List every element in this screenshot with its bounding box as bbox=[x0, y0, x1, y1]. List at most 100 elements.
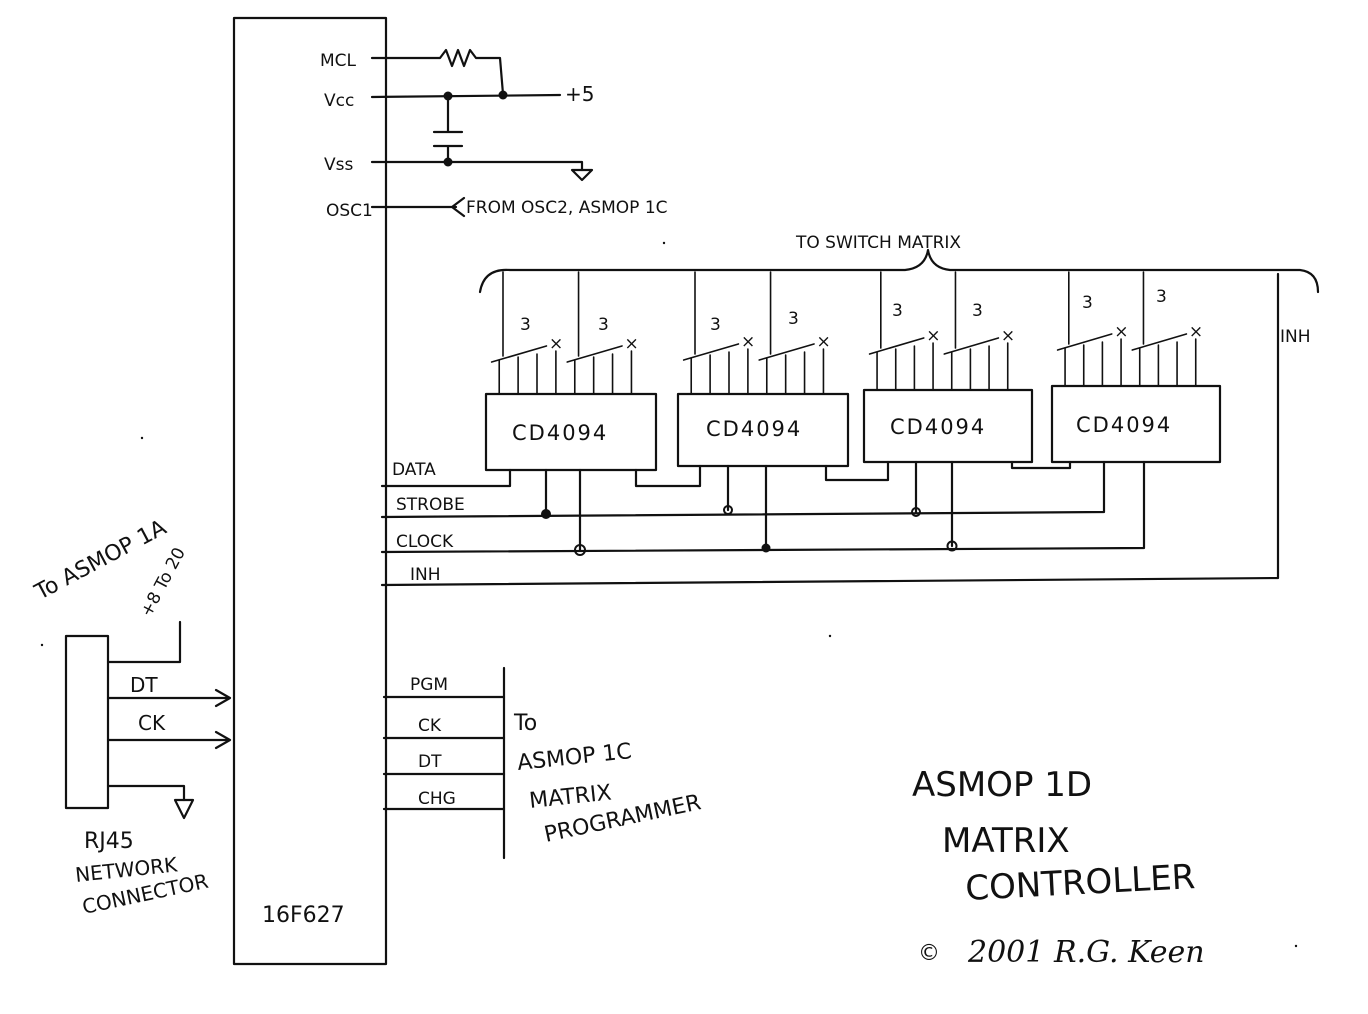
supply-range-label: +8 To 20 bbox=[137, 544, 190, 620]
mcl-pullup-resistor bbox=[370, 48, 505, 96]
pgm-label: PGM bbox=[410, 675, 448, 695]
shift-register-part-label: CD4094 bbox=[890, 415, 986, 439]
unused-output-mark: × bbox=[817, 332, 831, 352]
bus-width-label-4: 3 bbox=[788, 309, 799, 329]
osc1-wire bbox=[370, 196, 466, 218]
inh-return-wire bbox=[380, 272, 1280, 587]
strobe-line-label: STROBE bbox=[396, 495, 465, 515]
connector-label-line1: RJ45 bbox=[84, 829, 134, 854]
strobe-junction-2 bbox=[723, 505, 733, 515]
shift-register-body bbox=[1050, 384, 1222, 464]
unused-output-mark: × bbox=[741, 332, 755, 352]
vcc-wire bbox=[370, 93, 562, 99]
scan-speck bbox=[828, 634, 832, 638]
shift-register-body bbox=[862, 388, 1034, 464]
copyright-symbol: © bbox=[918, 941, 940, 966]
ground-icon bbox=[173, 798, 195, 820]
switch-matrix-brace bbox=[478, 248, 1320, 294]
pin-label-vss: Vss bbox=[324, 155, 353, 175]
pin-label-osc1: OSC1 bbox=[326, 201, 373, 221]
connector-ground-wire bbox=[106, 784, 186, 802]
strobe-wire bbox=[380, 460, 1106, 519]
shift-register-body bbox=[484, 392, 658, 472]
shift-register-2: CD4094 bbox=[676, 392, 850, 468]
bus-width-label-1: 3 bbox=[520, 315, 531, 335]
prog-dt-label: DT bbox=[418, 752, 442, 772]
ground-icon bbox=[570, 168, 594, 182]
unused-output-mark: × bbox=[1189, 322, 1203, 342]
serial-chain-3-4 bbox=[1010, 460, 1072, 470]
bus-width-label-3: 3 bbox=[710, 315, 721, 335]
osc-source-label: FROM OSC2, ASMOP 1C bbox=[466, 198, 668, 218]
bus-slash bbox=[1131, 333, 1188, 351]
shift-register-4: CD4094 bbox=[1050, 384, 1222, 464]
shift-register-part-label: CD4094 bbox=[706, 417, 802, 441]
bus-width-label-2: 3 bbox=[598, 315, 609, 335]
title-line3: CONTROLLER bbox=[964, 857, 1196, 909]
copyright-year: 2001 bbox=[967, 935, 1044, 970]
bus-width-label-5: 3 bbox=[892, 301, 903, 321]
copyright-author: R.G. Keen bbox=[1053, 935, 1205, 970]
unused-output-mark: × bbox=[1001, 326, 1015, 346]
unused-output-mark: × bbox=[1114, 322, 1128, 342]
shift-register-1: CD4094 bbox=[484, 392, 658, 472]
chg-label: CHG bbox=[418, 789, 456, 809]
unused-output-mark: × bbox=[549, 334, 563, 354]
shift-register-part-label: CD4094 bbox=[1076, 413, 1172, 437]
programmer-asmop-label: ASMOP 1C bbox=[516, 739, 633, 776]
decoupling-capacitor bbox=[432, 94, 464, 164]
bus-width-label-7: 3 bbox=[1082, 293, 1093, 313]
bus-slash bbox=[1056, 333, 1113, 351]
bus-slash bbox=[490, 345, 548, 363]
programmer-matrix-label: MATRIX bbox=[528, 780, 613, 813]
dt-label: DT bbox=[130, 673, 158, 697]
scan-speck bbox=[1294, 944, 1298, 948]
unused-output-mark: × bbox=[926, 326, 940, 346]
clock-line-label: CLOCK bbox=[396, 532, 454, 552]
bus-width-label-8: 3 bbox=[1156, 287, 1167, 307]
bus-width-label-6: 3 bbox=[972, 301, 983, 321]
data-wire bbox=[380, 468, 512, 488]
bus-slash bbox=[943, 337, 1000, 355]
scan-speck bbox=[140, 436, 144, 440]
ck-wire bbox=[106, 730, 232, 750]
clock-junction-3 bbox=[946, 540, 958, 552]
title-line2: MATRIX bbox=[942, 821, 1070, 861]
bus-slash bbox=[682, 343, 740, 361]
shift-register-3: CD4094 bbox=[862, 388, 1034, 464]
title-line1: ASMOP 1D bbox=[912, 765, 1092, 805]
microcontroller-body bbox=[232, 16, 388, 966]
plus5-junction bbox=[498, 90, 508, 100]
inh-line-label: INH bbox=[410, 565, 441, 585]
bus-slash bbox=[566, 345, 623, 363]
bus-slash bbox=[868, 337, 925, 355]
clock-junction-1 bbox=[574, 544, 586, 556]
shift-register-body bbox=[676, 392, 850, 468]
dt-wire bbox=[106, 688, 232, 708]
inh-right-label: INH bbox=[1280, 327, 1311, 347]
serial-chain-2-3 bbox=[824, 460, 890, 482]
strobe-junction-1 bbox=[541, 509, 551, 519]
supply-wire bbox=[106, 620, 182, 664]
clock-junction-2 bbox=[761, 543, 771, 553]
vss-junction bbox=[443, 157, 453, 167]
unused-output-mark: × bbox=[625, 334, 639, 354]
shift-register-part-label: CD4094 bbox=[512, 421, 608, 445]
plus5-label: +5 bbox=[565, 82, 594, 106]
pin-label-vcc: Vcc bbox=[324, 91, 354, 111]
programmer-to-label: To bbox=[513, 711, 537, 736]
strobe-junction-3 bbox=[911, 507, 921, 517]
pin-label-mcl: MCL bbox=[320, 51, 357, 71]
vss-wire bbox=[370, 160, 584, 172]
scan-speck bbox=[40, 643, 44, 647]
data-line-label: DATA bbox=[392, 460, 436, 480]
scan-speck bbox=[662, 241, 666, 245]
bus-slash bbox=[758, 343, 815, 361]
clock-wire bbox=[380, 460, 1146, 554]
switch-matrix-label: TO SWITCH MATRIX bbox=[795, 233, 961, 253]
prog-ck-label: CK bbox=[418, 716, 442, 736]
microcontroller-part-label: 16F627 bbox=[262, 903, 345, 928]
rj45-connector-body bbox=[64, 634, 110, 810]
shift-register-outputs: × × × × × × × × bbox=[490, 271, 1203, 395]
